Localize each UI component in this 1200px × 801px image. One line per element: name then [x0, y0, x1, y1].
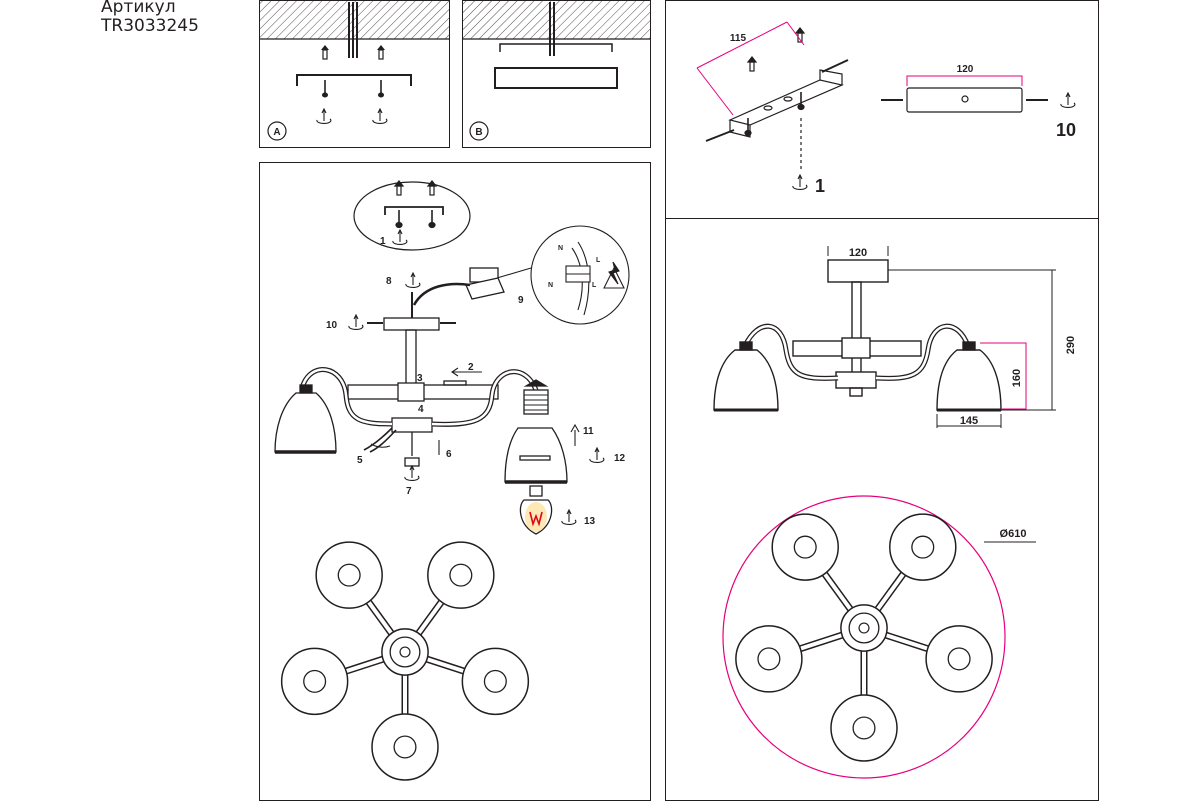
dim-bracket-side: 115 — [730, 33, 747, 44]
bracket-dimension — [696, 21, 805, 116]
wiring-l-bottom: L — [592, 282, 597, 289]
callout-big-10: 10 — [1056, 120, 1076, 140]
article-label: Артикул — [101, 0, 176, 17]
badge-b: B — [475, 127, 482, 138]
wiring-n-top: N — [558, 245, 563, 252]
plan-shade-hole — [911, 535, 935, 559]
diameter-circle — [722, 495, 1006, 779]
callout-11: 11 — [583, 426, 594, 437]
shade-height-dimension — [980, 342, 1027, 410]
badge-a: A — [273, 127, 280, 138]
callout-3: 3 — [417, 373, 423, 384]
wiring-n-bottom: N — [548, 282, 553, 289]
callout-10: 10 — [326, 320, 338, 331]
dim-shade-height: 160 — [1011, 369, 1023, 387]
bulb-filament — [529, 511, 543, 527]
panel-a-drawing: A — [260, 1, 449, 141]
callout-7: 7 — [406, 486, 412, 497]
callout-6: 6 — [446, 449, 452, 460]
elevation-dimensions — [827, 246, 1056, 428]
plan-shade-hole — [793, 535, 817, 559]
callout-2: 2 — [468, 362, 474, 373]
bracket-drawing — [705, 27, 849, 191]
panel-mount-a — [259, 0, 450, 148]
dim-shade-diameter: 145 — [960, 415, 978, 427]
dim-canopy: 120 — [849, 247, 867, 259]
panel-divider — [665, 218, 1099, 220]
assembly-marks — [348, 272, 605, 526]
article-code: TR3033245 — [101, 16, 199, 36]
dim-overall-diameter: Ø610 — [1000, 528, 1027, 540]
plan-shade-hole — [947, 647, 971, 671]
assembly-bubble — [353, 180, 471, 251]
wiring-bubble — [496, 225, 630, 325]
plan-shade-hole — [337, 563, 361, 587]
plate-dimension — [906, 75, 1023, 86]
plan-shade-hole — [393, 735, 417, 759]
dim-plate-width: 120 — [957, 64, 974, 75]
plan-view-left — [280, 541, 530, 781]
plan-shade-hole — [852, 716, 876, 740]
panel-mount-b — [462, 0, 651, 148]
elevation-drawing — [713, 259, 1002, 412]
plan-view-right — [735, 513, 993, 762]
callout-5: 5 — [357, 455, 363, 466]
callout-9: 9 — [518, 295, 524, 306]
plan-shade-hole — [483, 669, 507, 693]
plan-shade-hole — [303, 669, 327, 693]
bubble-callout-1: 1 — [380, 236, 386, 247]
panel-b-drawing: B — [463, 1, 650, 141]
callout-big-1: 1 — [815, 176, 825, 196]
plate-drawing — [881, 87, 1076, 113]
callout-4: 4 — [418, 404, 424, 415]
dim-height: 290 — [1065, 336, 1077, 354]
callout-8: 8 — [386, 276, 392, 287]
wiring-l-top: L — [596, 257, 601, 264]
assembly-fixture — [274, 267, 568, 535]
plan-shade-hole — [449, 563, 473, 587]
callout-13: 13 — [584, 516, 596, 527]
callout-12: 12 — [614, 453, 626, 464]
plan-shade-hole — [757, 647, 781, 671]
